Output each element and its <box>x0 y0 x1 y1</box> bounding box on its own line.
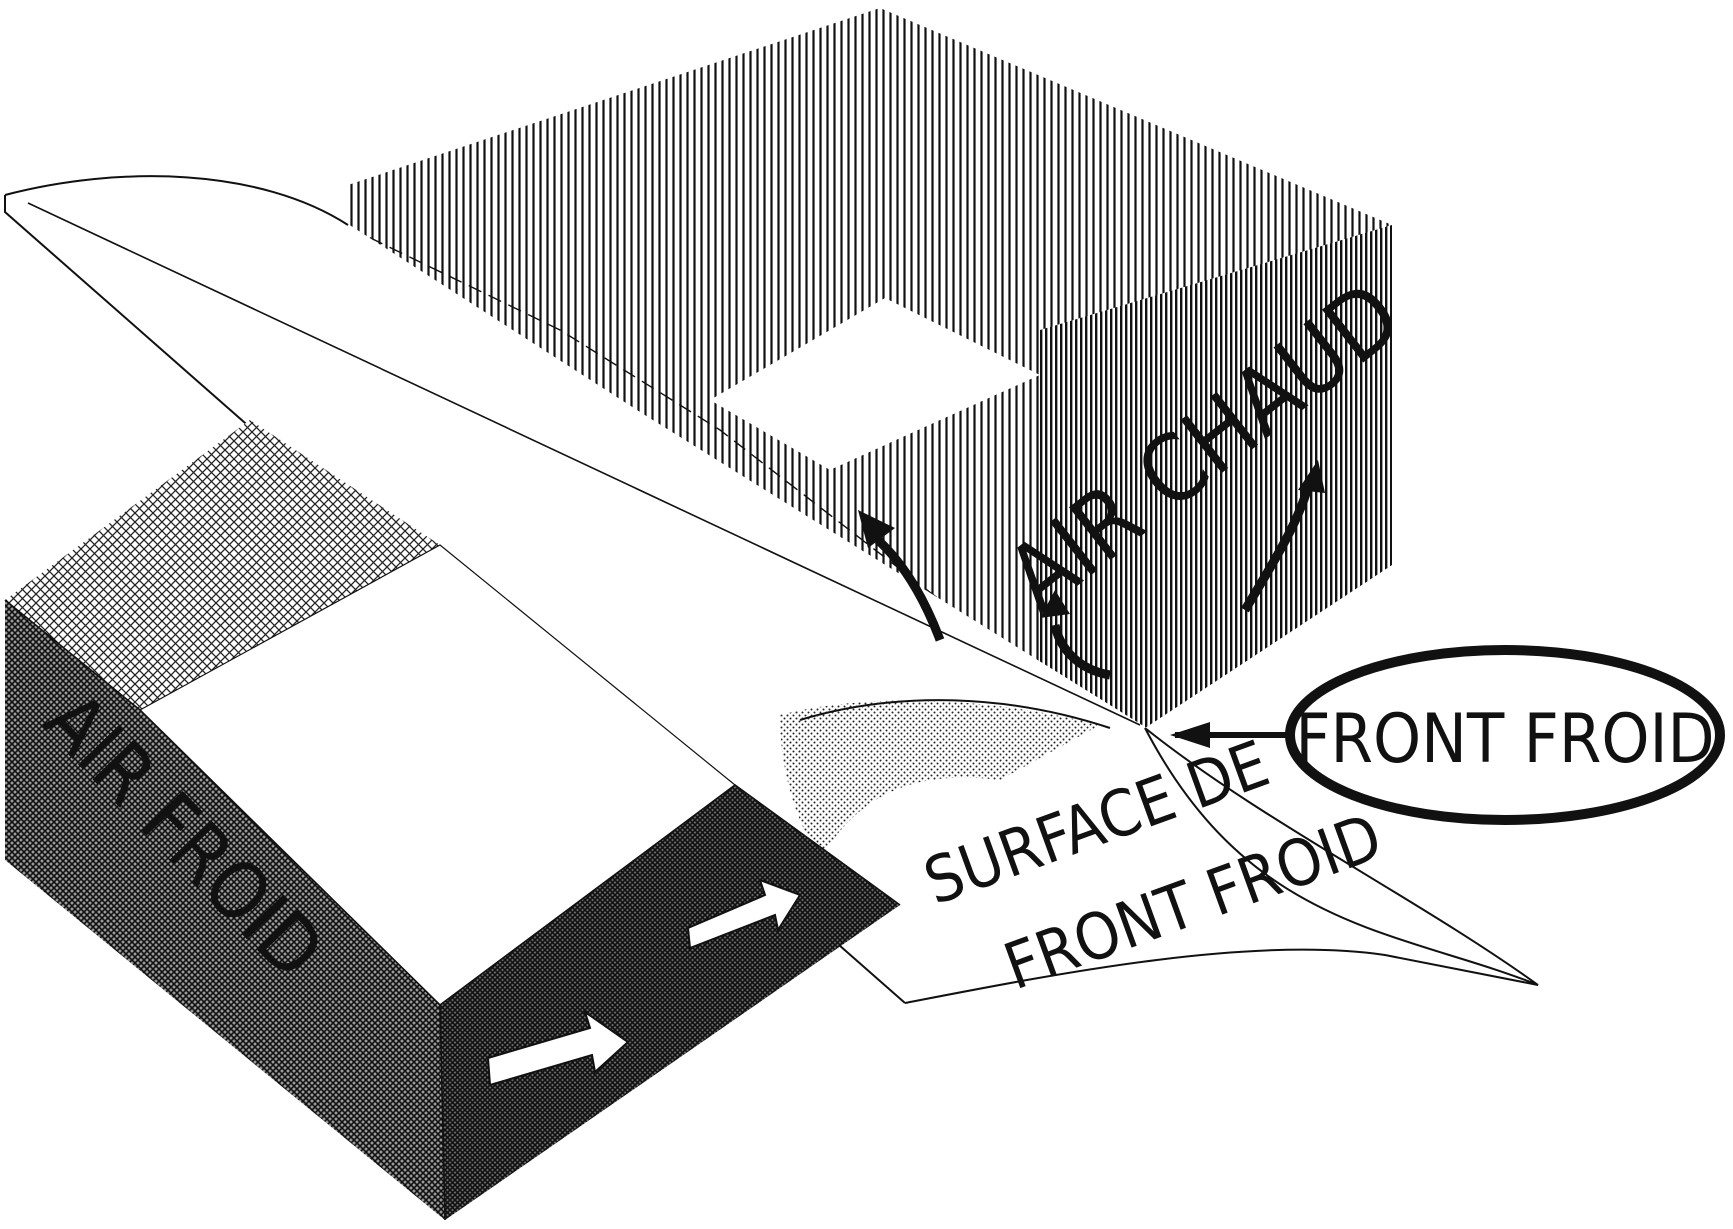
cold-air-arrows <box>486 878 802 1087</box>
front-surface-curl-edge <box>1144 727 1539 986</box>
warm-air-cutout-top <box>710 298 1040 470</box>
front-surface-upper <box>5 176 1530 1008</box>
pointer-arrow-icon <box>1170 722 1210 748</box>
front-label-group: FRONT FROID <box>1285 645 1725 825</box>
front-surface-curl <box>904 727 1539 1004</box>
front-label: FRONT FROID <box>1295 700 1714 779</box>
curved-up-arrow-icon <box>1040 590 1070 618</box>
cold-air-back-slope <box>5 420 440 710</box>
cold-air-edges <box>4 599 901 1221</box>
curved-up-arrow-icon <box>858 510 895 548</box>
front-surface-edge-top <box>4 175 349 226</box>
front-pointer <box>1170 722 1300 748</box>
curved-up-arrow-icon <box>874 536 945 642</box>
front-surface-stipple-curve <box>799 699 1111 729</box>
front-surface-stipple <box>780 700 1100 860</box>
curved-up-arrow-icon <box>1298 460 1325 493</box>
curved-up-arrow-icon <box>1241 478 1315 613</box>
warm-air-right-face <box>1040 225 1392 728</box>
white-block-arrow-icon <box>486 1009 630 1087</box>
front-surface-edge-inner <box>27 202 1141 726</box>
white-block-arrow-icon <box>686 878 802 950</box>
warm-air-arrows <box>858 460 1325 680</box>
front-label-ellipse <box>1285 645 1725 825</box>
front-surface <box>4 175 1539 1008</box>
curved-up-arrow-icon <box>1050 623 1111 680</box>
cold-air-left-face <box>5 600 445 1220</box>
